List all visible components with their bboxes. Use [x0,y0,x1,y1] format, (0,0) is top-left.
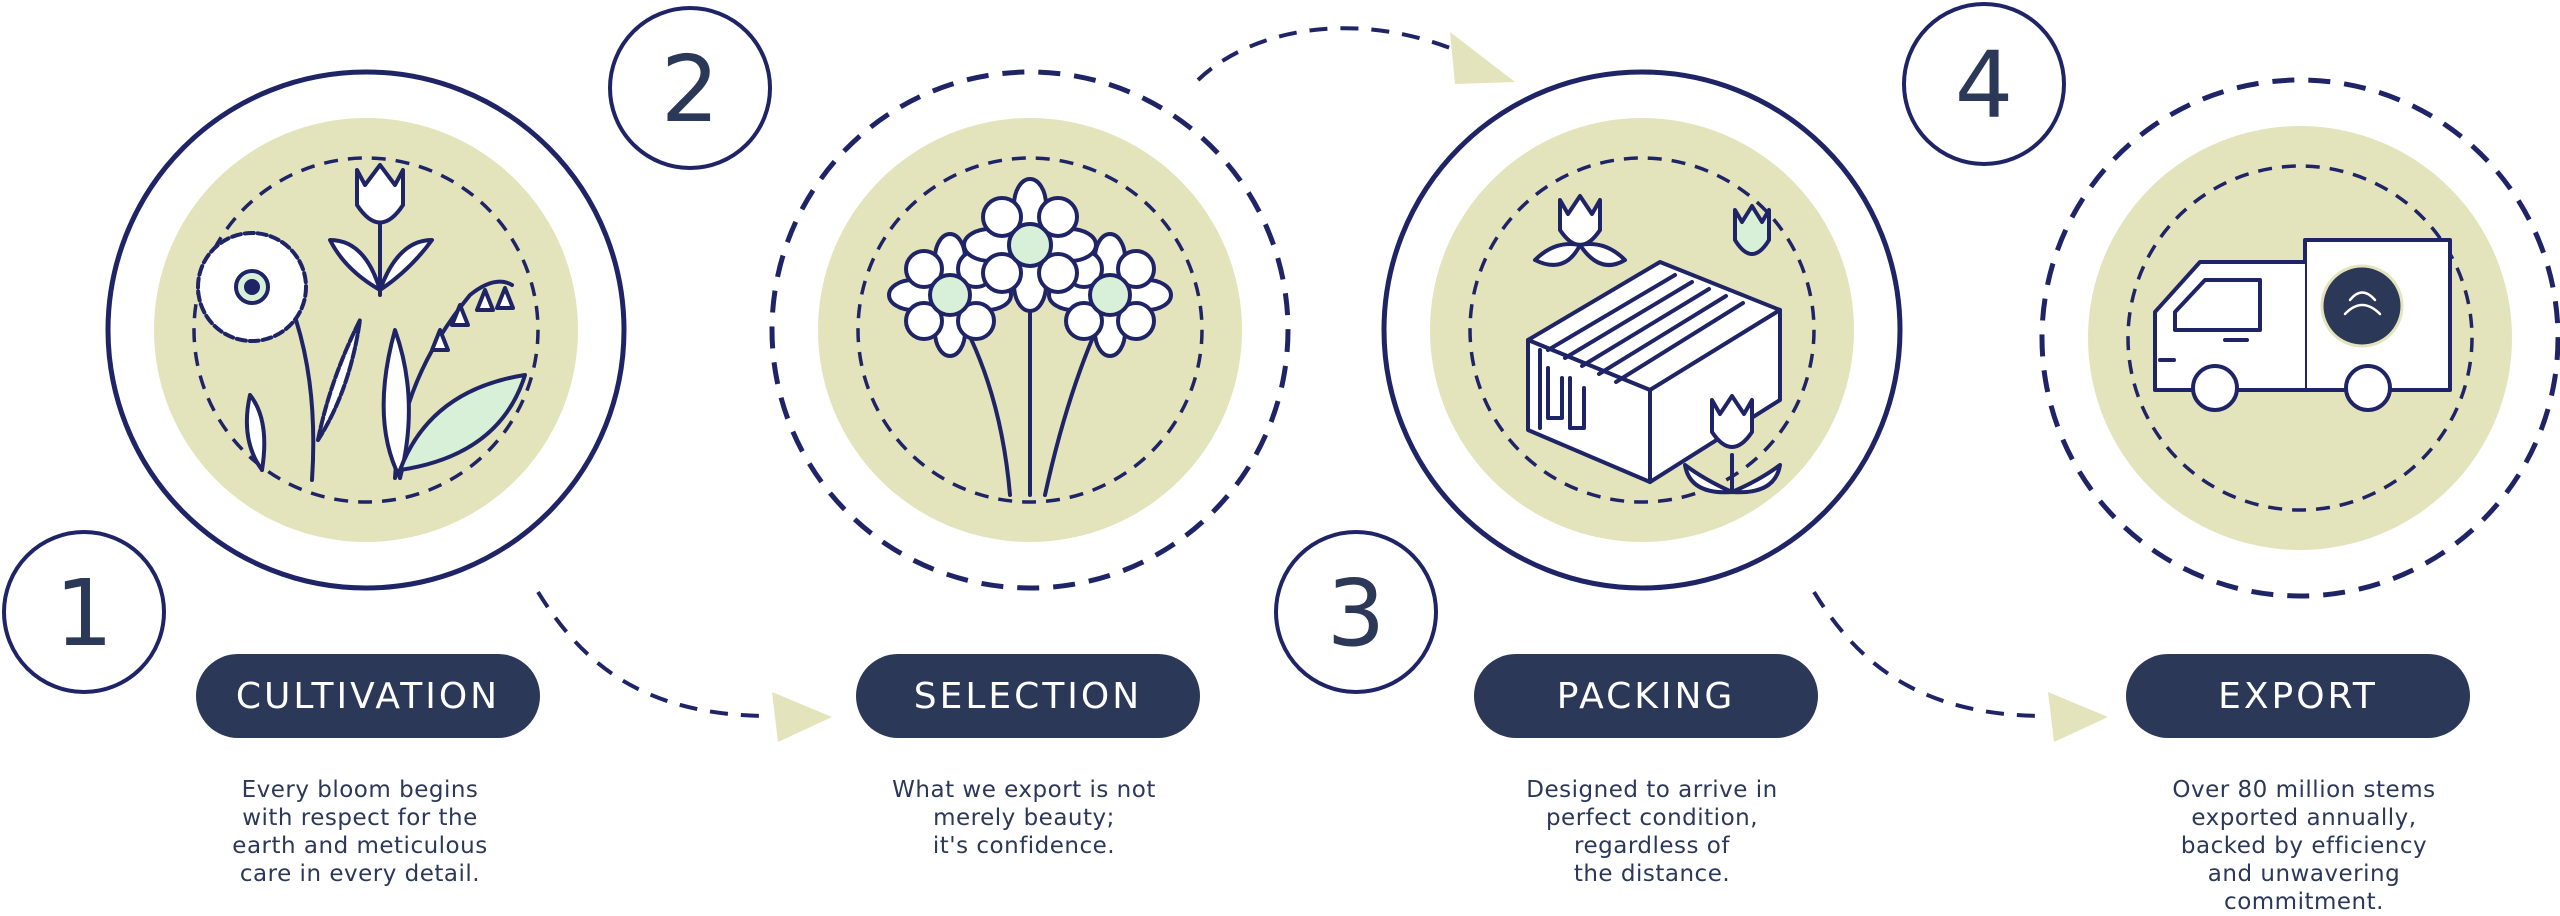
step-1-description: Every bloom begins with respect for the … [180,776,540,888]
wildflowers-icon [196,163,527,482]
step-3-description-line: regardless of [1574,833,1730,859]
flower-box-icon [1526,194,1782,495]
connector-arrow-2-3 [1196,26,1515,84]
step-4-description-line: and unwavering [2207,861,2401,887]
step-1-description-line: earth and meticulous [232,833,488,859]
step-4-description-line: exported annually, [2191,805,2417,831]
step-3-number: 3 [1327,560,1386,667]
step-4-badge: 4 [1902,2,2066,166]
step-4-number: 4 [1955,32,2014,139]
step-4-description: Over 80 million stems exported annually,… [2124,776,2484,916]
connector-arrow-1-2 [536,590,832,742]
step-2-badge: 2 [608,6,772,170]
step-1-number: 1 [55,560,114,667]
step-1-description-line: Every bloom begins [241,777,479,803]
step-1-title: CULTIVATION [196,654,540,738]
step-2-title: SELECTION [856,654,1200,738]
step-2-description-line: it's confidence. [932,833,1116,859]
step-2-description: What we export is not merely beauty; it'… [844,776,1204,860]
step-3-title: PACKING [1474,654,1818,738]
step-2-number: 2 [661,36,720,143]
daisy-bouquet-icon [887,177,1173,497]
step-2-description-line: merely beauty; [933,805,1115,831]
step-3-badge: 3 [1274,530,1438,694]
step-4-title: EXPORT [2126,654,2470,738]
delivery-truck-icon [2153,238,2452,412]
step-4-description-line: commitment. [2224,889,2384,915]
step-3-description-line: the distance. [1573,861,1731,887]
step-4-description-line: Over 80 million stems [2172,777,2436,803]
step-2-description-line: What we export is not [892,777,1156,803]
step-3-description-line: perfect condition, [1545,805,1759,831]
step-1-circle [105,69,627,591]
step-1-badge: 1 [2,530,166,694]
connector-arrow-3-4 [1812,590,2108,742]
step-1-description-line: care in every detail. [239,861,481,887]
step-4-description-line: backed by efficiency [2180,833,2428,859]
step-1-description-line: with respect for the [242,805,478,831]
step-3-description-line: Designed to arrive in [1526,777,1778,803]
step-3-description: Designed to arrive in perfect condition,… [1472,776,1832,888]
